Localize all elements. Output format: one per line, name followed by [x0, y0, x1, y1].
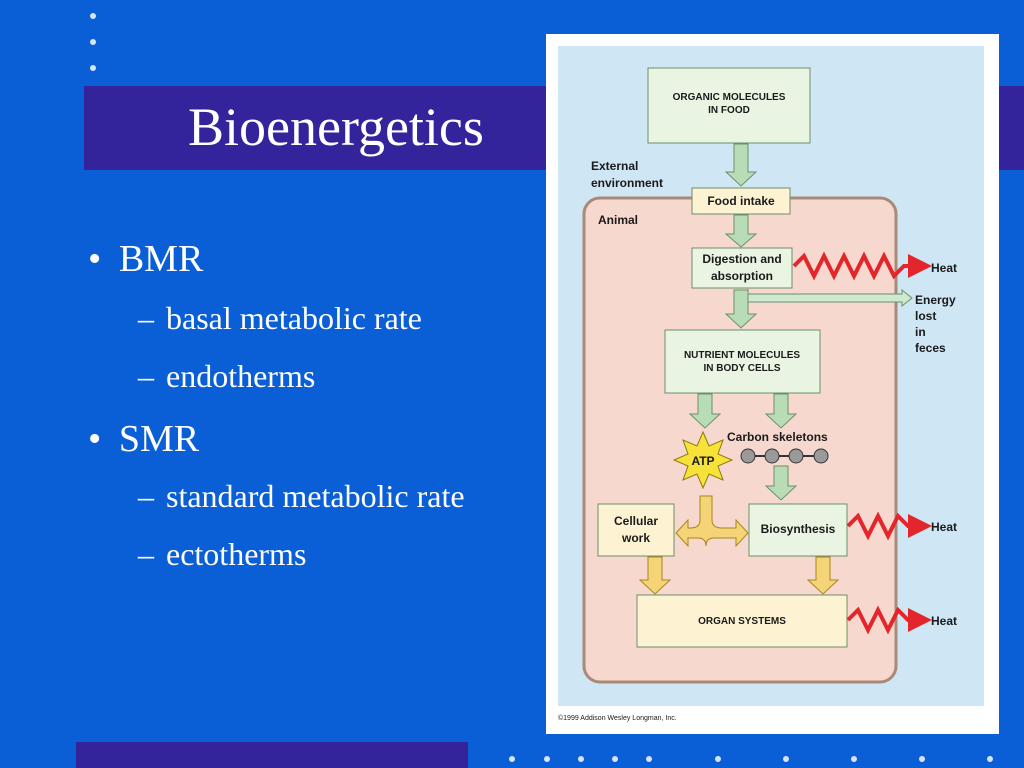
flow-arrow — [724, 289, 758, 329]
digestion-label-1: Digestion and — [702, 252, 781, 266]
animal-label: Animal — [598, 213, 638, 227]
cellular-work-box — [597, 503, 675, 557]
organic-molecules-label-2: IN FOOD — [708, 105, 750, 116]
bullet-marker: – — [138, 536, 154, 572]
digestion-label-2: absorption — [711, 269, 773, 283]
sub-bullet-item: – endotherms — [138, 360, 315, 392]
dot — [783, 756, 789, 762]
footer-band — [76, 742, 468, 768]
sub-bullet-item: – ectotherms — [138, 538, 306, 570]
carbon-skeletons-label: Carbon skeletons — [727, 430, 828, 444]
flow-arrow — [806, 556, 840, 595]
sub-bullet-item: – standard metabolic rate — [138, 480, 465, 512]
bullet-marker: – — [138, 300, 154, 336]
dot — [646, 756, 652, 762]
bullet-text: BMR — [118, 238, 204, 280]
dot — [544, 756, 550, 762]
biosynthesis-box — [748, 503, 848, 557]
bullet-text: SMR — [118, 418, 200, 460]
dot — [612, 756, 618, 762]
dot — [578, 756, 584, 762]
external-label-1: External — [591, 159, 638, 173]
organic-molecules-label-1: ORGANIC MOLECULES — [673, 92, 786, 103]
sub-bullet-item: – basal metabolic rate — [138, 302, 422, 334]
heat-zigzag — [846, 605, 932, 635]
flow-arrow — [724, 214, 758, 248]
heat-label: Heat — [931, 261, 957, 275]
bullet-text: basal metabolic rate — [166, 300, 422, 336]
slide-title: Bioenergetics — [188, 97, 484, 157]
cellular-work-label-2: work — [621, 531, 650, 545]
carbon-atom — [813, 448, 829, 464]
dot — [90, 65, 96, 71]
bioenergetics-figure: Animal External environment ORGANIC MOLE… — [546, 34, 999, 734]
nutrient-molecules-label-2: IN BODY CELLS — [703, 363, 780, 374]
heat-label: Heat — [931, 520, 957, 534]
energy-flow-diagram: Animal External environment ORGANIC MOLE… — [558, 46, 984, 722]
dot — [987, 756, 993, 762]
flow-arrow — [724, 143, 758, 187]
nutrient-molecules-label-1: NUTRIENT MOLECULES — [684, 350, 800, 361]
organ-systems-box — [636, 594, 848, 648]
bullet-marker: • — [88, 418, 102, 460]
dot — [919, 756, 925, 762]
atp-split-arrow — [675, 495, 749, 548]
organic-molecules-box — [647, 67, 811, 144]
organ-systems-label: ORGAN SYSTEMS — [698, 616, 786, 627]
energy-lost-label-1: Energy — [915, 293, 956, 307]
atp-starburst — [672, 430, 734, 490]
external-label-2: environment — [591, 176, 663, 190]
flow-arrow — [764, 465, 798, 501]
bullet-text: standard metabolic rate — [166, 478, 465, 514]
energy-lost-label-2: lost — [915, 309, 936, 323]
flow-arrow — [764, 393, 798, 429]
bullet-item: • SMR — [88, 420, 199, 458]
copyright-text: ©1999 Addison Wesley Longman, Inc. — [558, 714, 677, 722]
cellular-work-label-1: Cellular — [614, 514, 658, 528]
dot — [509, 756, 515, 762]
dot — [90, 39, 96, 45]
heat-zigzag — [792, 251, 932, 281]
bullet-text: endotherms — [166, 358, 316, 394]
title-band — [84, 86, 546, 170]
dot — [90, 13, 96, 19]
flow-arrow — [638, 556, 672, 595]
carbon-atom — [788, 448, 804, 464]
carbon-atom — [764, 448, 780, 464]
bullet-marker: – — [138, 478, 154, 514]
digestion-box — [691, 247, 793, 289]
dot — [715, 756, 721, 762]
dot — [851, 756, 857, 762]
bullet-marker: • — [88, 238, 102, 280]
bullet-marker: – — [138, 358, 154, 394]
heat-label: Heat — [931, 614, 957, 628]
title-band-right — [999, 86, 1024, 170]
atp-label: ATP — [691, 454, 714, 468]
food-intake-label: Food intake — [707, 194, 775, 208]
flow-arrow — [688, 393, 722, 429]
bullet-text: ectotherms — [166, 536, 307, 572]
energy-lost-label-4: feces — [915, 341, 946, 355]
energy-lost-label-3: in — [915, 325, 926, 339]
nutrient-molecules-box — [664, 329, 821, 394]
biosynthesis-label: Biosynthesis — [761, 522, 836, 536]
carbon-atom — [740, 448, 756, 464]
bullet-item: • BMR — [88, 240, 203, 278]
heat-zigzag — [846, 511, 932, 541]
food-intake-box — [691, 187, 791, 215]
